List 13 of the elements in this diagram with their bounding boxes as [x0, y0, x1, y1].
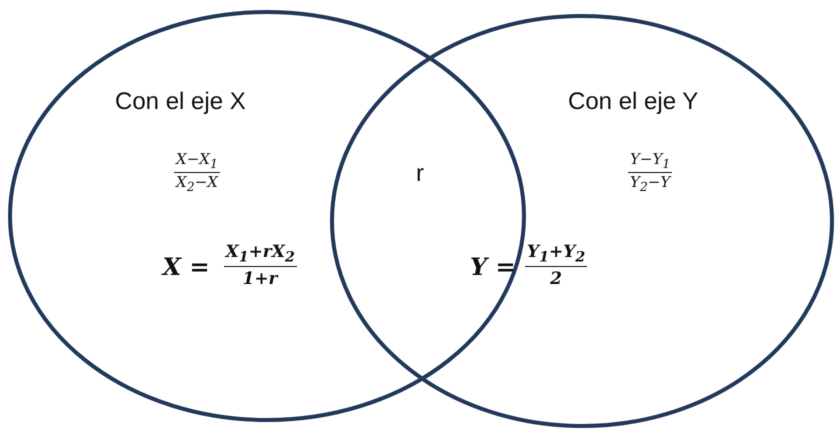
set-heading: Con el eje Y — [568, 88, 698, 116]
ratio-label: r — [416, 160, 424, 188]
formula-numerator: X$_{1}$+rX$_{2}$ — [224, 242, 296, 268]
formula-text: Y = — [470, 252, 516, 281]
formula-numerator: Y$_{1}$+Y$_{2}$ — [525, 242, 587, 268]
formula-denominator: X$_{2}$−X — [174, 172, 220, 194]
formula-numerator: Y−Y$_{1}$ — [628, 150, 672, 173]
set-heading: Con el eje X — [115, 88, 246, 116]
formula-text: X = — [162, 252, 210, 281]
formula-denominator: 1+r — [241, 268, 280, 289]
formula-denominator: Y$_{2}$−Y — [629, 172, 672, 194]
formula-denominator: 2 — [549, 268, 563, 289]
formula-numerator: X−X$_{1}$ — [174, 150, 220, 173]
